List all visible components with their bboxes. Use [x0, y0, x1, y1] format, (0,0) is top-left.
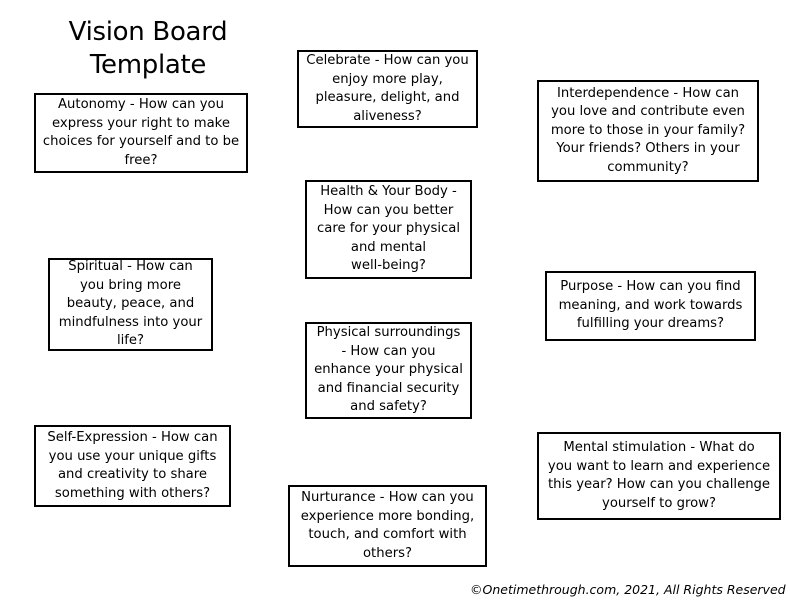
prompt-line: meaning, and work towards	[558, 297, 743, 313]
title-line: Vision Board	[68, 17, 228, 47]
prompt-line: you want to learn and experience	[547, 458, 771, 474]
title-line: Template	[89, 50, 207, 80]
prompt-line: free?	[124, 152, 158, 168]
prompt-box-interdependence: Interdependence - How can you love and c…	[537, 80, 759, 182]
prompt-line: Interdependence - How can	[556, 85, 740, 101]
prompt-box-nurturance: Nurturance - How can you experience more…	[288, 485, 487, 567]
prompt-line: aliveness?	[353, 108, 422, 124]
prompt-line: choices for yourself and to be	[42, 134, 240, 149]
prompt-line: Self-Expression - How can	[47, 430, 218, 445]
prompt-line: enhance your physical	[314, 362, 463, 378]
prompt-line: How can you better	[323, 202, 454, 218]
prompt-line: you love and contribute even	[551, 104, 745, 120]
prompt-text: Purpose - How can you find meaning, and …	[559, 278, 743, 334]
prompt-line: life?	[116, 333, 145, 349]
prompt-line: more to those in your family?	[550, 122, 746, 138]
prompt-text: Self-Expression - How can you use your u…	[47, 429, 217, 503]
prompt-text: Health & Your Body - How can you better …	[317, 183, 460, 276]
prompt-box-mental-stimulation: Mental stimulation - What do you want to…	[537, 432, 781, 520]
prompt-line: you bring more	[80, 277, 181, 293]
prompt-box-celebrate: Celebrate - How can you enjoy more play,…	[297, 50, 478, 128]
prompt-box-spiritual: Spiritual - How can you bring more beaut…	[48, 258, 213, 351]
prompt-line: and financial security	[317, 380, 460, 396]
prompt-line: Your friends? Others in your	[556, 141, 740, 157]
prompt-text: Interdependence - How can you love and c…	[551, 85, 745, 178]
copyright-notice: ©Onetimethrough.com, 2021, All Rights Re…	[470, 582, 786, 597]
prompt-line: Physical surroundings	[316, 325, 461, 341]
prompt-text: Spiritual - How can you bring more beaut…	[59, 258, 202, 351]
prompt-line: yourself to grow?	[602, 495, 716, 511]
prompt-line: something with others?	[54, 485, 211, 501]
prompt-text: Mental stimulation - What do you want to…	[548, 439, 770, 513]
prompt-line: this year? How can you challenge	[547, 477, 771, 492]
prompt-line: Celebrate - How can you	[306, 53, 469, 68]
prompt-line: Autonomy - How can you	[58, 97, 224, 112]
prompt-text: Physical surroundings - How can you enha…	[314, 324, 463, 417]
prompt-line: Purpose - How can you find	[560, 279, 741, 295]
prompt-text: Nurturance - How can you experience more…	[301, 489, 474, 563]
prompt-line: enjoy more play,	[332, 71, 443, 87]
prompt-line: touch, and comfort with	[308, 527, 467, 542]
prompt-line: community?	[607, 159, 689, 175]
prompt-line: and creativity to share	[57, 467, 208, 482]
prompt-line: - How can you	[341, 343, 436, 359]
prompt-line: express your right to make	[52, 115, 230, 131]
prompt-line: beauty, peace, and	[66, 296, 195, 312]
prompt-text: Celebrate - How can you enjoy more play,…	[306, 52, 468, 126]
prompt-box-autonomy: Autonomy - How can you express your righ…	[34, 93, 248, 173]
prompt-line: others?	[362, 545, 412, 561]
prompt-line: mindfulness into your	[58, 314, 203, 330]
prompt-box-purpose: Purpose - How can you find meaning, and …	[545, 271, 756, 341]
prompt-line: pleasure, delight, and	[315, 90, 460, 105]
prompt-line: experience more bonding,	[300, 508, 475, 524]
prompt-line: Nurturance - How can you	[301, 490, 474, 505]
prompt-line: and mental	[350, 239, 427, 255]
prompt-text: Autonomy - How can you express your righ…	[43, 96, 239, 170]
prompt-box-physical-surroundings: Physical surroundings - How can you enha…	[305, 322, 472, 419]
prompt-line: and safety?	[350, 399, 427, 415]
prompt-line: well-being?	[351, 258, 426, 274]
page-title: Vision Board Template	[48, 16, 248, 82]
prompt-line: Health & Your Body -	[320, 184, 457, 200]
prompt-line: care for your physical	[316, 221, 460, 237]
prompt-line: Spiritual - How can	[68, 259, 193, 275]
prompt-box-self-expression: Self-Expression - How can you use your u…	[34, 425, 231, 507]
prompt-line: you use your unique gifts	[48, 448, 217, 464]
prompt-box-health: Health & Your Body - How can you better …	[305, 180, 472, 279]
prompt-line: fulfilling your dreams?	[576, 316, 725, 332]
prompt-line: Mental stimulation - What do	[563, 440, 755, 455]
